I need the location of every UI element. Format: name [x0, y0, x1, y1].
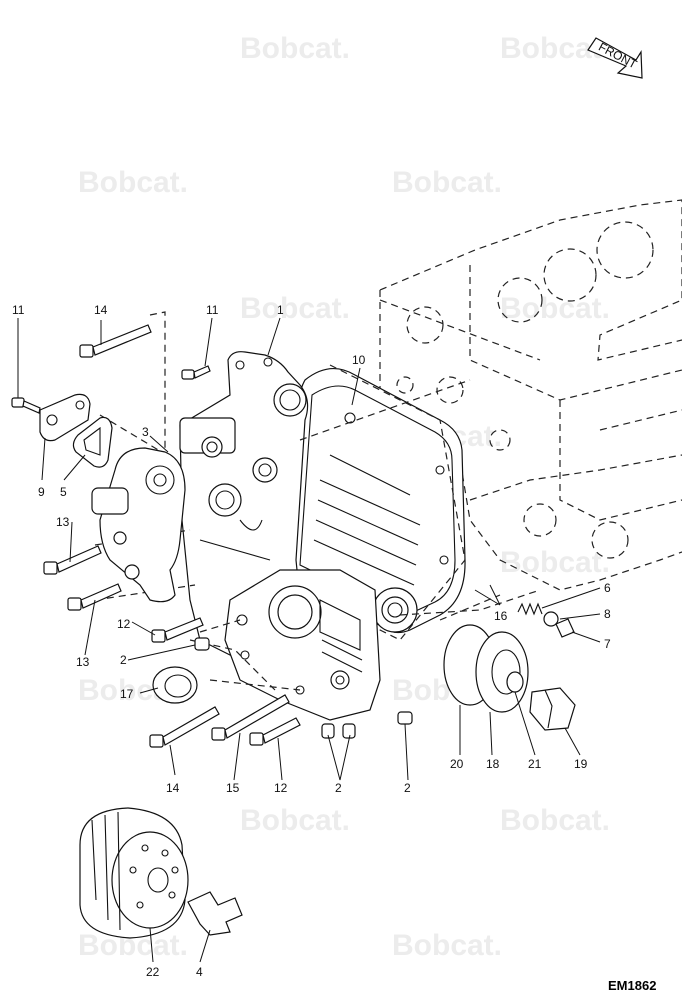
- watermark-text: Bobcat.: [240, 292, 350, 325]
- gasket-part: [72, 416, 113, 468]
- part-label: 2: [335, 781, 342, 795]
- part-label: 11: [12, 303, 25, 317]
- part-label: 18: [486, 757, 500, 771]
- part-label: 14: [166, 781, 180, 795]
- part-label: 17: [120, 687, 134, 701]
- part-label: 10: [352, 353, 366, 367]
- part-label: 21: [528, 757, 542, 771]
- watermark-text: Bobcat.: [78, 166, 188, 199]
- part-label: 15: [226, 781, 240, 795]
- part-label: 7: [604, 637, 611, 651]
- part-label: 6: [604, 581, 611, 595]
- figure-id: EM1862: [608, 978, 656, 993]
- watermark-text: Bobcat.: [500, 546, 610, 579]
- part-label: 14: [94, 303, 108, 317]
- oil-pump-housing: [224, 569, 381, 721]
- watermark-text: Bobcat.: [240, 32, 350, 65]
- oil-filter: [79, 807, 243, 939]
- arrow-icon: [587, 37, 643, 79]
- watermark-text: Bobcat.: [500, 804, 610, 837]
- watermark-text: Bobcat.: [392, 166, 502, 199]
- part-label: 20: [450, 757, 464, 771]
- part-labels: 11 11 14 1 10 3 9 5 13 13 12 2 17 14 15 …: [12, 303, 611, 979]
- watermark-text: Bobcat.: [240, 804, 350, 837]
- leader-lines: [17, 317, 601, 963]
- part-label: 2: [404, 781, 411, 795]
- part-label: 12: [274, 781, 288, 795]
- oil-seal: [152, 666, 198, 704]
- part-label: 1: [277, 303, 284, 317]
- part-label: 22: [146, 965, 160, 979]
- part-label: 13: [76, 655, 90, 669]
- watermark-text: Bobcat.: [500, 292, 610, 325]
- part-label: 12: [117, 617, 131, 631]
- part-label: 4: [196, 965, 203, 979]
- plugs: [194, 637, 413, 739]
- part-label: 9: [38, 485, 45, 499]
- relief-valve: [517, 602, 575, 638]
- watermark-text: Bobcat.: [392, 929, 502, 962]
- part-label: 19: [574, 757, 588, 771]
- part-label: 5: [60, 485, 67, 499]
- part-label: 13: [56, 515, 70, 529]
- flange-plate: [39, 393, 91, 442]
- part-label: 16: [494, 609, 508, 623]
- part-label: 8: [604, 607, 611, 621]
- part-label: 2: [120, 653, 127, 667]
- water-pump: [91, 447, 186, 603]
- part-label: 3: [142, 425, 149, 439]
- bolts: [11, 324, 301, 748]
- part-label: 11: [206, 303, 219, 317]
- gasket-phantom: [299, 364, 466, 641]
- oil-filter-base: [443, 624, 576, 731]
- engine-block-phantom: [379, 199, 682, 591]
